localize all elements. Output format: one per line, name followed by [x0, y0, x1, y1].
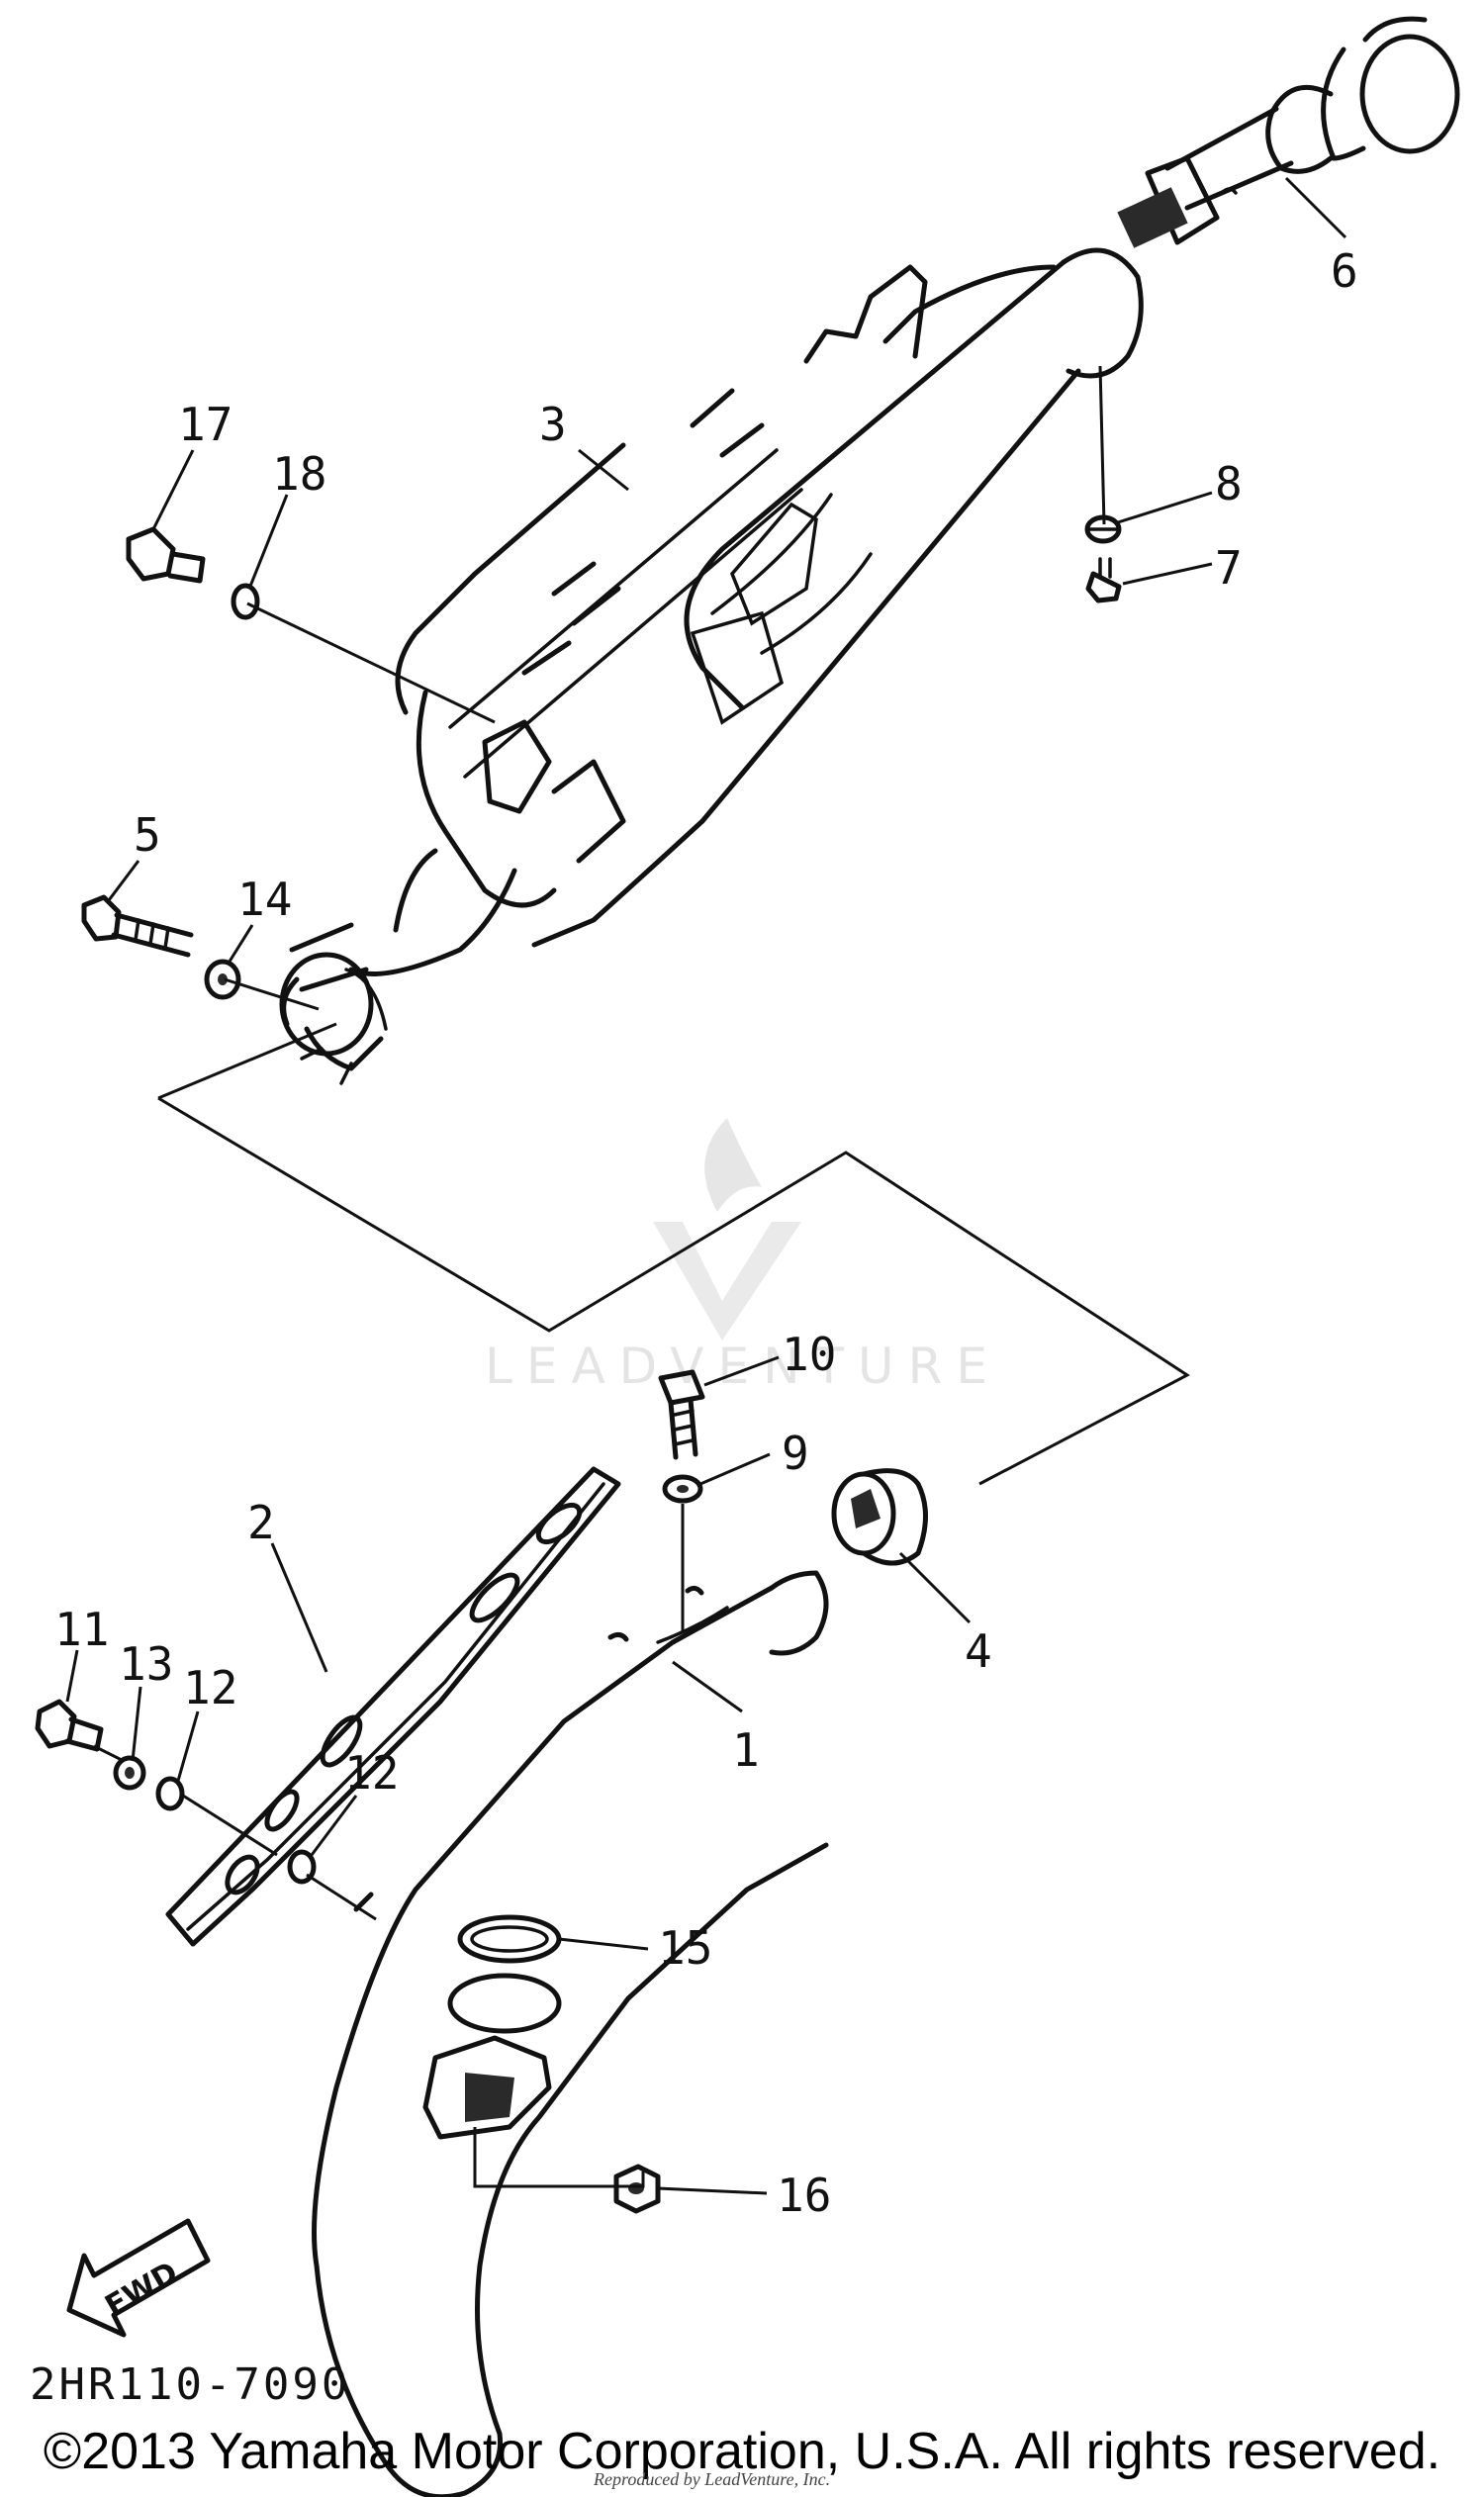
part-6-tail-pipe	[1117, 16, 1460, 248]
callout-17: 17	[151, 398, 232, 530]
part-13-nut	[113, 1755, 146, 1791]
reproduction-stamp: Reproduced by LeadVenture, Inc.	[594, 2469, 831, 2489]
svg-text:12: 12	[183, 1661, 237, 1714]
callout-12-upper: 12	[176, 1661, 237, 1782]
copyright-notice: ©2013 Yamaha Motor Corporation, U.S.A. A…	[43, 2423, 1441, 2480]
part-9-washer	[662, 1474, 703, 1504]
part-10-bolt	[658, 1369, 705, 1460]
svg-text:7: 7	[1215, 541, 1243, 595]
part-12-washer-upper	[155, 1776, 185, 1811]
drawing-number: 2HR110-7090	[30, 2359, 351, 2410]
part-3-muffler	[279, 247, 1144, 1085]
svg-text:3: 3	[539, 398, 567, 451]
svg-text:16: 16	[777, 2169, 831, 2222]
part-5-bolt	[81, 894, 194, 958]
callout-14: 14	[226, 873, 292, 966]
callout-7: 7	[1122, 541, 1243, 595]
svg-text:11: 11	[54, 1603, 109, 1656]
svg-text:4: 4	[965, 1624, 992, 1678]
callout-11: 11	[54, 1603, 109, 1703]
callout-18: 18	[247, 447, 326, 590]
part-2-protector	[165, 1466, 621, 1947]
part-1-exhaust-pipe	[312, 1570, 829, 2497]
callout-10: 10	[703, 1328, 836, 1387]
svg-text:8: 8	[1215, 457, 1243, 510]
callout-5: 5	[107, 808, 161, 901]
svg-text:14: 14	[237, 873, 292, 926]
callout-6: 6	[1284, 176, 1358, 298]
leader-lines	[93, 365, 1190, 2188]
svg-text:1: 1	[732, 1723, 760, 1777]
callout-8: 8	[1117, 457, 1243, 524]
svg-text:2: 2	[247, 1496, 275, 1549]
callout-3: 3	[539, 398, 629, 492]
callout-4: 4	[898, 1551, 992, 1678]
callout-9: 9	[699, 1427, 809, 1486]
part-12-washer-lower	[287, 1849, 317, 1885]
svg-text:18: 18	[272, 447, 326, 501]
callout-16: 16	[657, 2169, 831, 2222]
callout-13: 13	[119, 1637, 173, 1762]
part-flange	[422, 1973, 562, 2140]
svg-text:5: 5	[134, 808, 161, 862]
callout-12-lower: 12	[310, 1746, 399, 1856]
part-18-washer	[231, 583, 260, 620]
part-14-washer	[204, 959, 241, 1000]
part-16-nut	[613, 2164, 661, 2214]
callout-2: 2	[247, 1496, 328, 1673]
svg-text:6: 6	[1331, 244, 1358, 298]
svg-text:13: 13	[119, 1637, 173, 1691]
part-11-bolt	[35, 1699, 104, 1752]
part-7-screw	[1085, 557, 1122, 603]
part-17-bolt	[126, 526, 206, 584]
svg-text:15: 15	[658, 1921, 712, 1975]
fwd-arrow-icon: FWD	[66, 2218, 211, 2338]
watermark-text: LEADVENTURE	[485, 1338, 1001, 1395]
svg-text:12: 12	[344, 1746, 399, 1800]
part-15-gasket	[457, 1914, 562, 1964]
svg-text:10: 10	[782, 1328, 836, 1381]
callout-1: 1	[672, 1660, 760, 1777]
part-4-joint	[831, 1468, 928, 1566]
callout-15: 15	[558, 1921, 712, 1975]
svg-text:9: 9	[782, 1427, 809, 1480]
watermark-logo: LEADVENTURE	[485, 1118, 1001, 1395]
svg-text:17: 17	[178, 398, 232, 451]
